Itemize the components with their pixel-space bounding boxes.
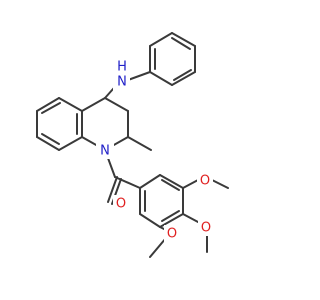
bond [182, 213, 199, 223]
bond [58, 136, 83, 151]
bond [104, 97, 129, 112]
bond [171, 71, 196, 86]
bond [159, 213, 184, 228]
bond [127, 136, 152, 151]
bond [173, 69, 192, 81]
bond [107, 176, 118, 203]
bond [149, 237, 167, 258]
methoxy-oxygen-2: O [198, 219, 214, 236]
bond [171, 37, 191, 50]
molecule-structure: H N N O O O O [36, 32, 229, 258]
bond [114, 176, 141, 189]
amine-n-label: N [117, 75, 127, 90]
bond [139, 174, 161, 189]
carbonyl-o-label: O [116, 197, 126, 212]
carbonyl-oxygen: O [113, 195, 129, 212]
bond [149, 71, 173, 86]
bond-lines [36, 32, 229, 258]
bond [139, 213, 161, 228]
bond [58, 97, 83, 112]
methoxy-oxygen-1: O [197, 172, 213, 189]
bond [161, 179, 180, 191]
bond [171, 32, 196, 47]
bond [182, 179, 199, 189]
bond [36, 97, 60, 112]
amine-h-label: H [117, 60, 127, 75]
methoxy-o-1-label: O [200, 174, 210, 189]
bond [81, 97, 106, 112]
atom-labels: H N N O O O O [96, 59, 214, 242]
bond [159, 174, 184, 189]
bond [127, 71, 151, 81]
bond [36, 136, 60, 151]
bond [149, 32, 173, 47]
methoxy-o-3-label: O [167, 227, 177, 242]
bond [41, 133, 60, 145]
bond [211, 179, 229, 189]
ring-n-label: N [100, 144, 110, 159]
amine-nitrogen: H N [113, 59, 130, 91]
methoxy-oxygen-3: O [164, 225, 180, 242]
methoxy-o-2-label: O [201, 221, 211, 236]
ring-nitrogen: N [96, 142, 114, 159]
bond [161, 210, 180, 222]
bond [41, 102, 61, 114]
